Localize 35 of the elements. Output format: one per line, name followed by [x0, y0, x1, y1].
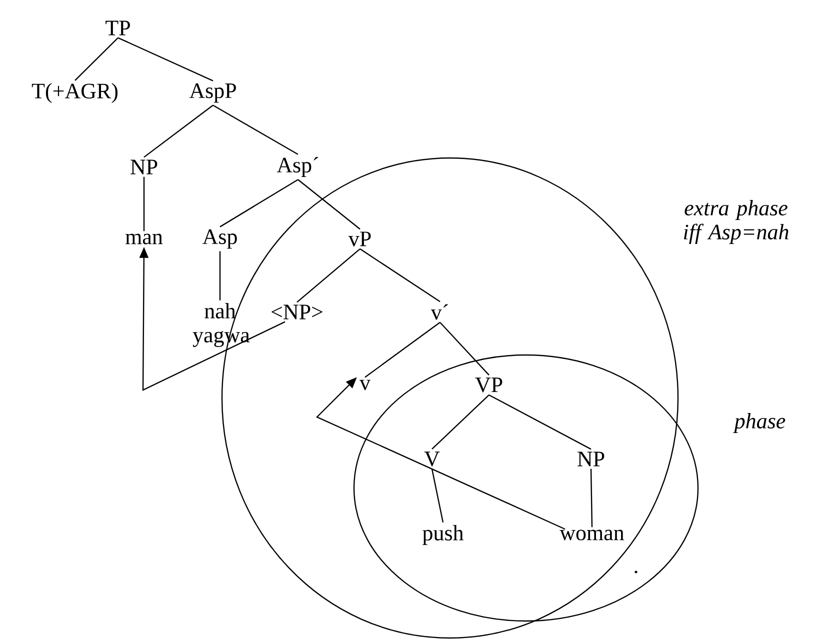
- tree-label: V: [424, 452, 440, 466]
- tree-branch: [143, 176, 145, 232]
- tree-branch: [360, 248, 440, 302]
- tree-branch: [590, 468, 593, 528]
- tree-branch: [296, 248, 360, 303]
- dot-mark: .: [634, 570, 638, 574]
- tree-label: NP: [130, 160, 158, 174]
- tree-branch: [364, 322, 440, 378]
- tree-branch: [298, 179, 360, 230]
- tree-branch: [118, 37, 214, 82]
- tree-label: T(+AGR): [32, 83, 118, 103]
- tree-branch: [219, 251, 221, 300]
- tree-label: Asp: [202, 229, 237, 249]
- tree-label: v: [360, 380, 371, 390]
- tree-label: v´: [430, 304, 448, 320]
- tree-label: <NP>: [272, 304, 322, 320]
- tree-branch: [488, 394, 592, 450]
- tree-label: woman: [560, 530, 624, 540]
- tree-branch: [144, 104, 214, 158]
- tree-label: vP: [348, 232, 371, 246]
- tree-label: Asp´: [276, 157, 318, 177]
- tree-label: push: [422, 525, 464, 545]
- tree-label: man: [126, 234, 163, 244]
- tree-branch: [74, 37, 118, 81]
- phase-label: extra phase iff Asp=nah: [684, 200, 788, 244]
- tree-label: AspP: [189, 83, 236, 103]
- tree-branch: [432, 394, 490, 450]
- tree-branch: [440, 322, 490, 376]
- tree-label: TP: [106, 20, 130, 36]
- tree-branch: [431, 468, 444, 523]
- tree-branch: [220, 179, 298, 228]
- phase-label: phase: [733, 413, 786, 433]
- tree-branch: [212, 104, 298, 155]
- tree-label: VP: [475, 378, 502, 392]
- tree-label: NP: [578, 452, 604, 466]
